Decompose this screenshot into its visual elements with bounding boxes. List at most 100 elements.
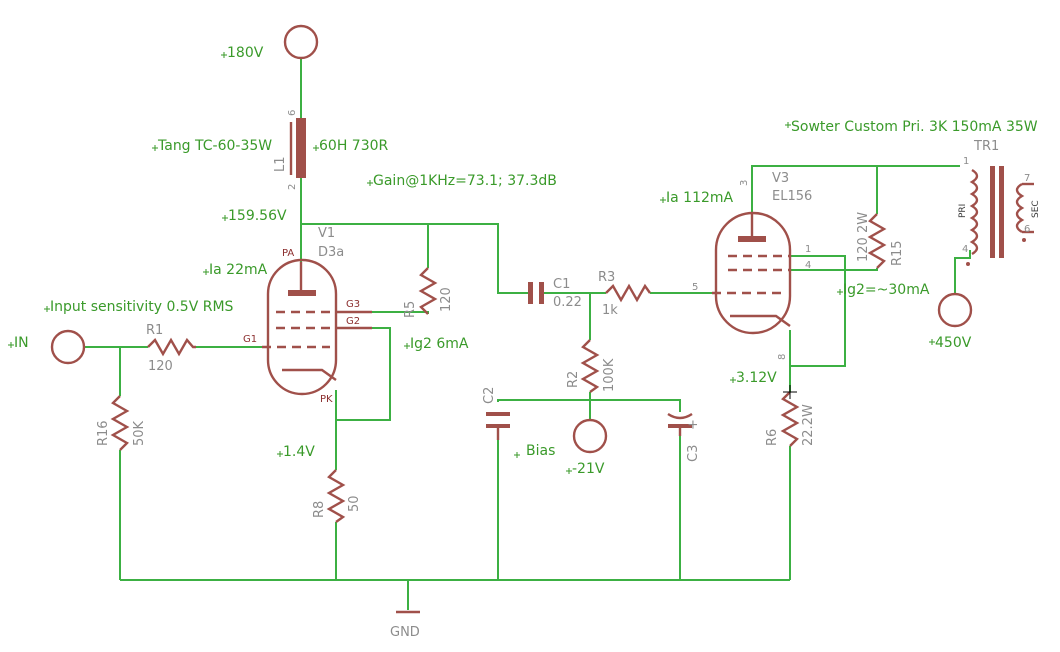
wire-r5-g3: [372, 311, 429, 314]
capacitor-c2: [486, 412, 510, 440]
note-sowter: Sowter Custom Pri. 3K 150mA 35W: [791, 119, 1038, 135]
transformer-dot-sec: [1022, 238, 1026, 242]
capacitor-c3: [667, 412, 693, 436]
label-v3-pin4: 4: [805, 260, 811, 271]
label-r5-value: 120: [439, 287, 454, 312]
transformer-tr1: [966, 166, 1034, 266]
choke-l1: [289, 118, 306, 178]
label-r1-ref: R1: [146, 323, 163, 338]
wires: [85, 58, 971, 610]
note-minus-21v: -21V: [572, 461, 605, 477]
label-c1-value: 0.22: [553, 295, 582, 310]
note-choke-spec: Tang TC-60-35W: [157, 138, 272, 154]
note-180v: 180V: [227, 45, 264, 61]
transformer-core-a: [990, 166, 995, 258]
transformer-secondary: [1015, 182, 1025, 234]
label-r2-ref: R2: [566, 371, 581, 388]
label-v3-type: EL156: [772, 189, 812, 204]
wire-anode-coupling: [301, 223, 528, 294]
choke-core: [296, 118, 306, 178]
label-r16-value: 50K: [132, 420, 147, 446]
label-v1-pa: PA: [282, 248, 294, 259]
label-tr1-ref: TR1: [973, 139, 999, 154]
label-l1-ref: L1: [273, 156, 288, 172]
capacitor-c2-plate-b: [486, 424, 510, 428]
label-r3-value: 1k: [602, 303, 618, 318]
wire-bias-rail: [497, 399, 681, 412]
note-ia-v3: Ia 112mA: [666, 190, 734, 206]
label-gnd: GND: [390, 625, 420, 640]
tube-v3: [712, 211, 792, 335]
label-tr1-pin6: 6: [1024, 224, 1030, 235]
wire-v3-anode: [751, 165, 960, 212]
label-v3-pin3: 3: [739, 180, 750, 186]
note-159v: 159.56V: [228, 208, 287, 224]
label-r8-ref: R8: [312, 501, 327, 518]
supply-450v-symbol: [937, 292, 973, 328]
tube-v3-anode: [738, 236, 766, 242]
note-ig2-v1: Ig2 6mA: [410, 336, 469, 352]
part-labels: L1 6 2 V1 D3a PA PK G1 G3 G2 R1 120 R16 …: [96, 110, 1041, 640]
note-in: IN: [14, 335, 29, 351]
capacitor-c1-plate-b: [539, 282, 544, 304]
label-v1-type: D3a: [318, 245, 344, 260]
note-gain: Gain@1KHz=73.1; 37.3dB: [373, 173, 557, 189]
tube-v1-envelope: [266, 258, 338, 396]
label-c3-plus: +: [686, 419, 701, 430]
label-r5-ref: R5: [403, 301, 418, 318]
bias-supply-symbol: [572, 418, 608, 454]
label-l1-pin6: 6: [287, 110, 298, 116]
wire-g2-link: [790, 255, 846, 367]
note-1-4v: 1.4V: [283, 444, 315, 460]
label-l1-pin2: 2: [287, 184, 298, 190]
label-r3-ref: R3: [598, 270, 615, 285]
label-r6-value: 22.2W: [801, 404, 816, 446]
label-c2-ref: C2: [482, 387, 497, 404]
resistor-r1: [147, 337, 196, 357]
tube-v3-envelope: [714, 211, 792, 335]
cursor-crosshair: [783, 385, 797, 399]
label-v1-pk: PK: [320, 394, 333, 405]
label-r15-value: 120 2W: [856, 212, 871, 262]
label-r2-value: 100K: [602, 358, 617, 392]
tube-v1-cathode: [282, 368, 337, 381]
annotations: 180V Tang TC-60-35W 60H 730R Gain@1KHz=7…: [8, 45, 1038, 477]
resistor-r3: [605, 283, 651, 303]
label-r6-ref: R6: [765, 429, 780, 446]
label-v1-g2: G2: [346, 316, 360, 327]
capacitor-c2-plate-a: [486, 412, 510, 416]
wire-g2: [336, 327, 391, 421]
resistor-r15: [867, 213, 887, 269]
note-ig2-v3: Ig2=~30mA: [843, 282, 930, 298]
wire-tr-pri-bottom: [954, 250, 971, 294]
label-r16-ref: R16: [96, 420, 111, 446]
input-connector[interactable]: [50, 329, 86, 365]
note-450v: 450V: [935, 335, 972, 351]
label-v1-ref: V1: [318, 226, 335, 241]
capacitor-c3-plate: [668, 424, 692, 428]
label-v1-g1: G1: [243, 334, 257, 345]
wire-r15-g2: [790, 268, 878, 271]
note-bias: Bias: [526, 443, 555, 459]
transformer-primary: [969, 168, 979, 256]
capacitor-c1-plate-a: [528, 282, 533, 304]
transformer-dot-pri: [966, 262, 970, 266]
label-tr1-pri: PRI: [958, 204, 968, 218]
label-v3-pin8: 8: [777, 354, 788, 360]
label-r1-value: 120: [148, 359, 173, 374]
label-v1-g3: G3: [346, 299, 360, 310]
resistor-r2: [580, 339, 600, 393]
label-v3-ref: V3: [772, 171, 789, 186]
note-choke-value: 60H 730R: [319, 138, 389, 154]
tube-v1: [262, 258, 372, 396]
label-r15-ref: R15: [890, 240, 905, 266]
label-tr1-sec: SEC: [1031, 200, 1041, 218]
resistor-r16: [110, 395, 130, 451]
label-v3-pin5: 5: [692, 282, 698, 293]
note-input-sensitivity: Input sensitivity 0.5V RMS: [50, 299, 234, 315]
supply-180v-symbol: [283, 24, 319, 60]
label-c3-ref: C3: [686, 445, 701, 462]
note-ia-v1: Ia 22mA: [209, 262, 268, 278]
transformer-core-b: [999, 166, 1004, 258]
resistor-r5: [418, 267, 438, 315]
